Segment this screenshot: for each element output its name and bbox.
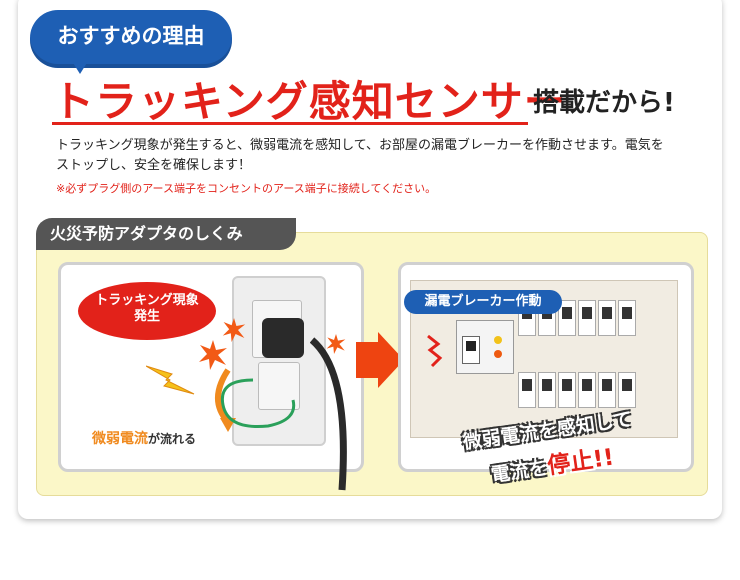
breaker-switch [578, 300, 596, 336]
spark-icon-3 [326, 334, 346, 354]
tracking-bubble-line1: トラッキング現象 [95, 293, 199, 308]
breaker-indicator-yellow [494, 336, 502, 344]
outlet-socket-bottom [258, 362, 300, 410]
tracking-bubble: トラッキング現象 発生 [78, 282, 216, 340]
breaker-switch [558, 300, 576, 336]
breaker-switch [538, 372, 556, 408]
breaker-switch [558, 372, 576, 408]
breaker-switch [618, 300, 636, 336]
spark-icon-2 [222, 318, 246, 342]
caution-note: ※必ずプラグ側のアース端子をコンセントのアース端子に接続してください。 [56, 182, 437, 195]
breaker-switch [518, 372, 536, 408]
process-arrow-body [356, 342, 378, 378]
breaker-switch [598, 372, 616, 408]
headline-underline [52, 122, 528, 125]
headline: トラッキング感知センサー [52, 77, 567, 126]
breaker-switch [598, 300, 616, 336]
section-title: 火災予防アダプタのしくみ [36, 218, 296, 250]
tracking-bubble-line2: 発生 [133, 309, 160, 324]
lightning-icon [146, 365, 195, 395]
reason-badge-tail [70, 58, 90, 74]
weak-current-suffix: が流れる [148, 432, 197, 446]
alert-spark-icon [427, 334, 443, 368]
reason-badge-label: おすすめの理由 [57, 24, 205, 48]
breaker-indicator-orange [494, 350, 502, 358]
current-flow-arrow-icon [215, 368, 296, 432]
breaker-switch [618, 372, 636, 408]
description: トラッキング現象が発生すると、微弱電流を感知して、お部屋の漏電ブレーカーを作動さ… [56, 138, 664, 173]
plug-cord [310, 337, 347, 491]
spark-icon [199, 340, 227, 370]
breaker-switch [578, 372, 596, 408]
headline-suffix: 搭載だから! [533, 88, 675, 118]
bottom-margin [0, 538, 740, 580]
plug-icon [262, 318, 304, 358]
leakage-breaker-switch [462, 336, 480, 364]
weak-current-label: 微弱電流 [92, 431, 148, 447]
breaker-activated-label: 漏電ブレーカー作動 [404, 290, 562, 314]
weak-current-caption: 微弱電流が流れる [92, 428, 196, 448]
reason-badge: おすすめの理由 [30, 10, 232, 68]
